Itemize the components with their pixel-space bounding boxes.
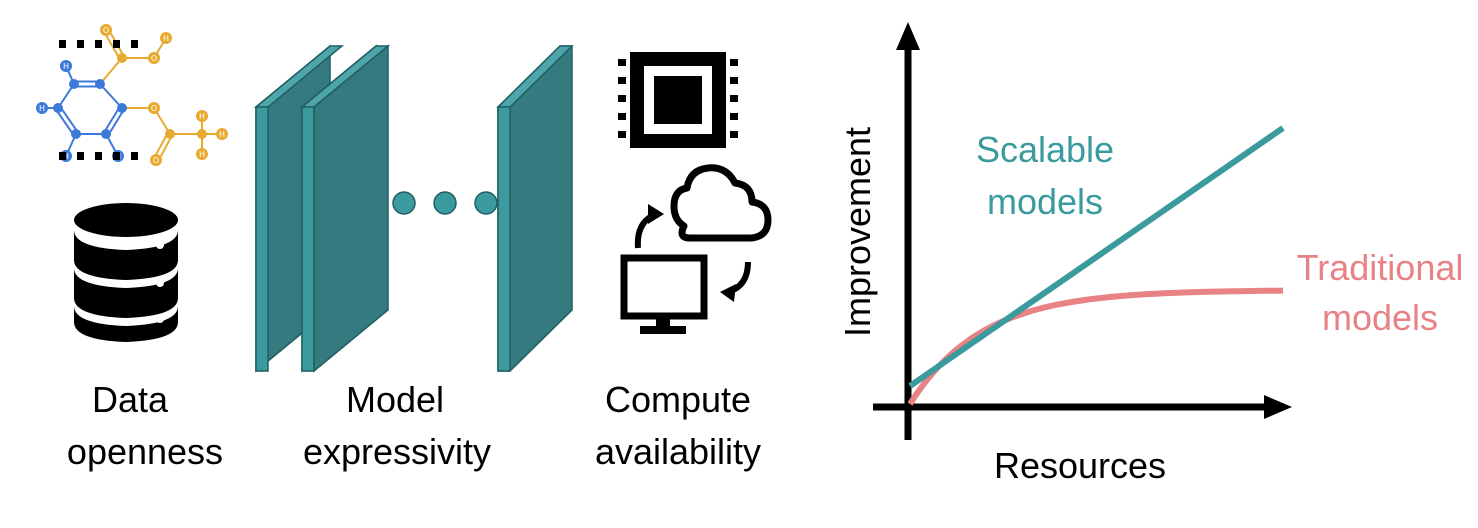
chip-pin xyxy=(131,152,138,160)
molecule-atom-label: H xyxy=(219,130,225,139)
molecule-atom xyxy=(69,79,79,89)
molecule-atom xyxy=(101,129,111,139)
molecule-atom-label: H xyxy=(39,104,45,113)
arrow-head xyxy=(720,284,736,302)
molecule-atom xyxy=(216,128,228,140)
database-icon xyxy=(74,203,178,342)
layer-slab xyxy=(299,44,391,373)
chip-pin xyxy=(113,40,120,48)
molecule-atom xyxy=(95,79,105,89)
molecule-atom xyxy=(148,52,160,64)
chip-pin xyxy=(77,152,84,160)
layer-slab xyxy=(496,45,574,372)
chip-pin xyxy=(618,113,626,120)
molecule-atom-label: O xyxy=(153,156,159,165)
compute-label-line1: Compute xyxy=(605,379,751,420)
y-axis-label: Improvement xyxy=(837,127,878,337)
molecule-atom xyxy=(60,60,72,72)
series-label-traditional-line2: models xyxy=(1322,297,1438,338)
chip-pin xyxy=(95,152,102,160)
molecule-icon: HHHHOOHOOHHH xyxy=(36,24,228,166)
scaling-chart: Resources Improvement Scalable models Tr… xyxy=(837,22,1463,486)
cpu-chip-icon xyxy=(59,40,738,160)
chip-pin xyxy=(618,95,626,102)
ellipsis-dot xyxy=(474,191,498,215)
x-axis-label: Resources xyxy=(994,445,1166,486)
molecule-bond xyxy=(103,106,121,134)
neural-network-layers-icon xyxy=(253,44,574,373)
model-label-line2: expressivity xyxy=(303,431,491,472)
molecule-bond xyxy=(99,83,123,109)
series-label-scalable-line2: models xyxy=(987,181,1103,222)
molecule-atom xyxy=(196,110,208,122)
molecule-bond xyxy=(99,57,123,85)
data-label-line1: Data xyxy=(92,379,169,420)
chip-pin xyxy=(618,131,626,138)
molecule-atom-label: H xyxy=(63,62,69,71)
molecule-bond xyxy=(107,108,125,136)
chip-pin xyxy=(131,40,138,48)
chip-pin xyxy=(618,77,626,84)
chip-pin xyxy=(730,59,738,66)
arrow-head xyxy=(648,204,664,224)
molecule-atom-label: H xyxy=(199,150,205,159)
series-line-scalable xyxy=(908,125,1285,389)
chip-pin xyxy=(59,40,66,48)
computer-monitor-icon xyxy=(620,254,708,334)
molecule-atom-label: H xyxy=(199,112,205,121)
molecule-atom xyxy=(150,154,162,166)
series-label-traditional-line1: Traditional xyxy=(1297,247,1464,288)
chip-pin xyxy=(730,95,738,102)
molecule-bond xyxy=(55,108,75,136)
y-axis-arrow xyxy=(896,22,920,50)
chip-pin xyxy=(730,131,738,138)
molecule-atom xyxy=(117,53,127,63)
molecule-atom-label: O xyxy=(103,26,109,35)
molecule-atom xyxy=(117,103,127,113)
molecule-atom xyxy=(100,24,112,36)
molecule-bond xyxy=(59,106,79,134)
molecule-atom xyxy=(196,148,208,160)
compute-label-line2: availability xyxy=(595,431,761,472)
molecule-atom xyxy=(197,129,207,139)
ellipsis-dot xyxy=(433,191,457,215)
chip-pin xyxy=(95,40,102,48)
data-label-line2: openness xyxy=(67,431,223,472)
chip-pin xyxy=(618,59,626,66)
molecule-atom-label: H xyxy=(163,34,169,43)
chip-pin xyxy=(113,152,120,160)
molecule-atom xyxy=(36,102,48,114)
cloud-icon xyxy=(670,164,772,242)
molecule-atom xyxy=(53,103,63,113)
ellipsis-dot xyxy=(392,191,416,215)
chip-pin xyxy=(59,152,66,160)
molecule-atom xyxy=(148,102,160,114)
chip-pin xyxy=(730,113,738,120)
chip-pin xyxy=(730,77,738,84)
molecule-atom-label: O xyxy=(151,104,157,113)
x-axis-arrow xyxy=(1264,395,1292,419)
sync-arrows-icon xyxy=(634,211,751,295)
molecule-atom xyxy=(165,129,175,139)
molecule-atom xyxy=(71,129,81,139)
molecule-atom-label: O xyxy=(151,54,157,63)
series-label-scalable-line1: Scalable xyxy=(976,129,1114,170)
molecule-atom xyxy=(160,32,172,44)
model-label-line1: Model xyxy=(346,379,444,420)
chip-pin xyxy=(77,40,84,48)
series-line-traditional xyxy=(907,287,1284,406)
